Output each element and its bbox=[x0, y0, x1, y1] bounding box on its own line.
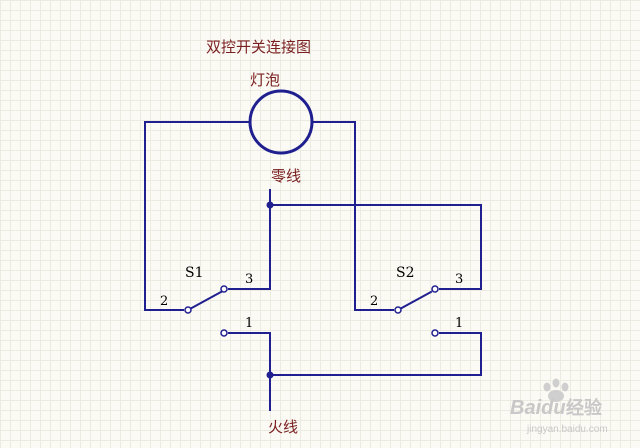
switch-s2-label-3: 3 bbox=[455, 272, 463, 287]
watermark-brand: Baidu bbox=[510, 397, 566, 419]
junction-dot-top bbox=[266, 201, 274, 209]
switch-s1-label-1: 1 bbox=[245, 316, 253, 331]
paw-icon bbox=[543, 378, 569, 402]
wire-s1-terminal1 bbox=[228, 332, 271, 376]
junction-dot-bottom bbox=[266, 371, 274, 379]
switch-s2-terminal-1 bbox=[431, 329, 439, 337]
live-label: 火线 bbox=[268, 418, 298, 436]
lamp-label: 灯泡 bbox=[250, 71, 280, 89]
switch-s2-terminal-3 bbox=[431, 285, 439, 293]
switch-s2-lever bbox=[396, 290, 433, 312]
wire-traveler-top bbox=[269, 204, 482, 290]
switch-s2-label-1: 1 bbox=[455, 316, 463, 331]
switch-s1-label-3: 3 bbox=[245, 272, 253, 287]
switch-s1-terminal-1 bbox=[220, 329, 228, 337]
switch-s1-lever bbox=[186, 290, 223, 312]
switch-s2-terminal-2 bbox=[394, 306, 402, 314]
wire-lamp-to-s1-common bbox=[144, 121, 250, 311]
switch-s2: S2 2 3 1 bbox=[370, 265, 463, 337]
diagram-title: 双控开关连接图 bbox=[206, 38, 311, 56]
neutral-label: 零线 bbox=[271, 167, 301, 185]
switch-s1-terminal-2 bbox=[184, 306, 192, 314]
wire-s1-terminal3 bbox=[228, 204, 271, 290]
switch-s1-terminal-3 bbox=[220, 285, 228, 293]
switch-s1-name: S1 bbox=[185, 265, 204, 281]
wire-lamp-to-s2-common bbox=[312, 121, 394, 311]
wire-traveler-bottom bbox=[269, 332, 482, 376]
lamp-symbol bbox=[248, 89, 314, 155]
watermark-url: jingyan.baidu.com bbox=[526, 424, 608, 435]
switch-s2-name: S2 bbox=[396, 265, 415, 281]
switch-s1-label-2: 2 bbox=[160, 294, 168, 309]
baidu-watermark: Baidu 经验 jingyan.baidu.com bbox=[510, 378, 608, 435]
switch-s1: S1 2 3 1 bbox=[160, 265, 253, 337]
switch-s2-label-2: 2 bbox=[370, 294, 378, 309]
watermark-product: 经验 bbox=[566, 397, 603, 418]
